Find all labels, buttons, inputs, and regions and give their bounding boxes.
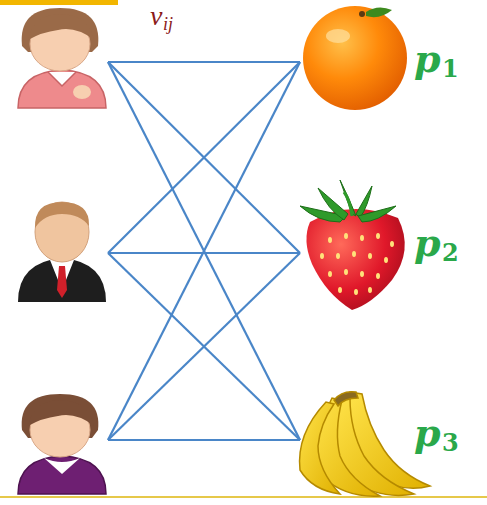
link-lines: [108, 62, 300, 440]
value-symbol: v: [150, 2, 162, 30]
orange-fruit: [303, 6, 407, 110]
price-subscript: 2: [442, 241, 459, 265]
price-symbol: p: [414, 40, 441, 78]
person-icon: [18, 202, 106, 302]
person-icon: [18, 394, 106, 494]
banana-bunch: [300, 392, 430, 497]
price-symbol: p: [414, 224, 441, 262]
price-symbol: p: [414, 414, 441, 452]
price-subscript: 1: [442, 57, 459, 81]
top-bar: [0, 0, 118, 5]
strawberry-fruit: [300, 180, 405, 310]
bottom-rule: [0, 496, 487, 498]
price-subscript: 3: [442, 431, 459, 455]
person-icon: [18, 8, 106, 108]
value-subscript: ij: [163, 15, 173, 33]
